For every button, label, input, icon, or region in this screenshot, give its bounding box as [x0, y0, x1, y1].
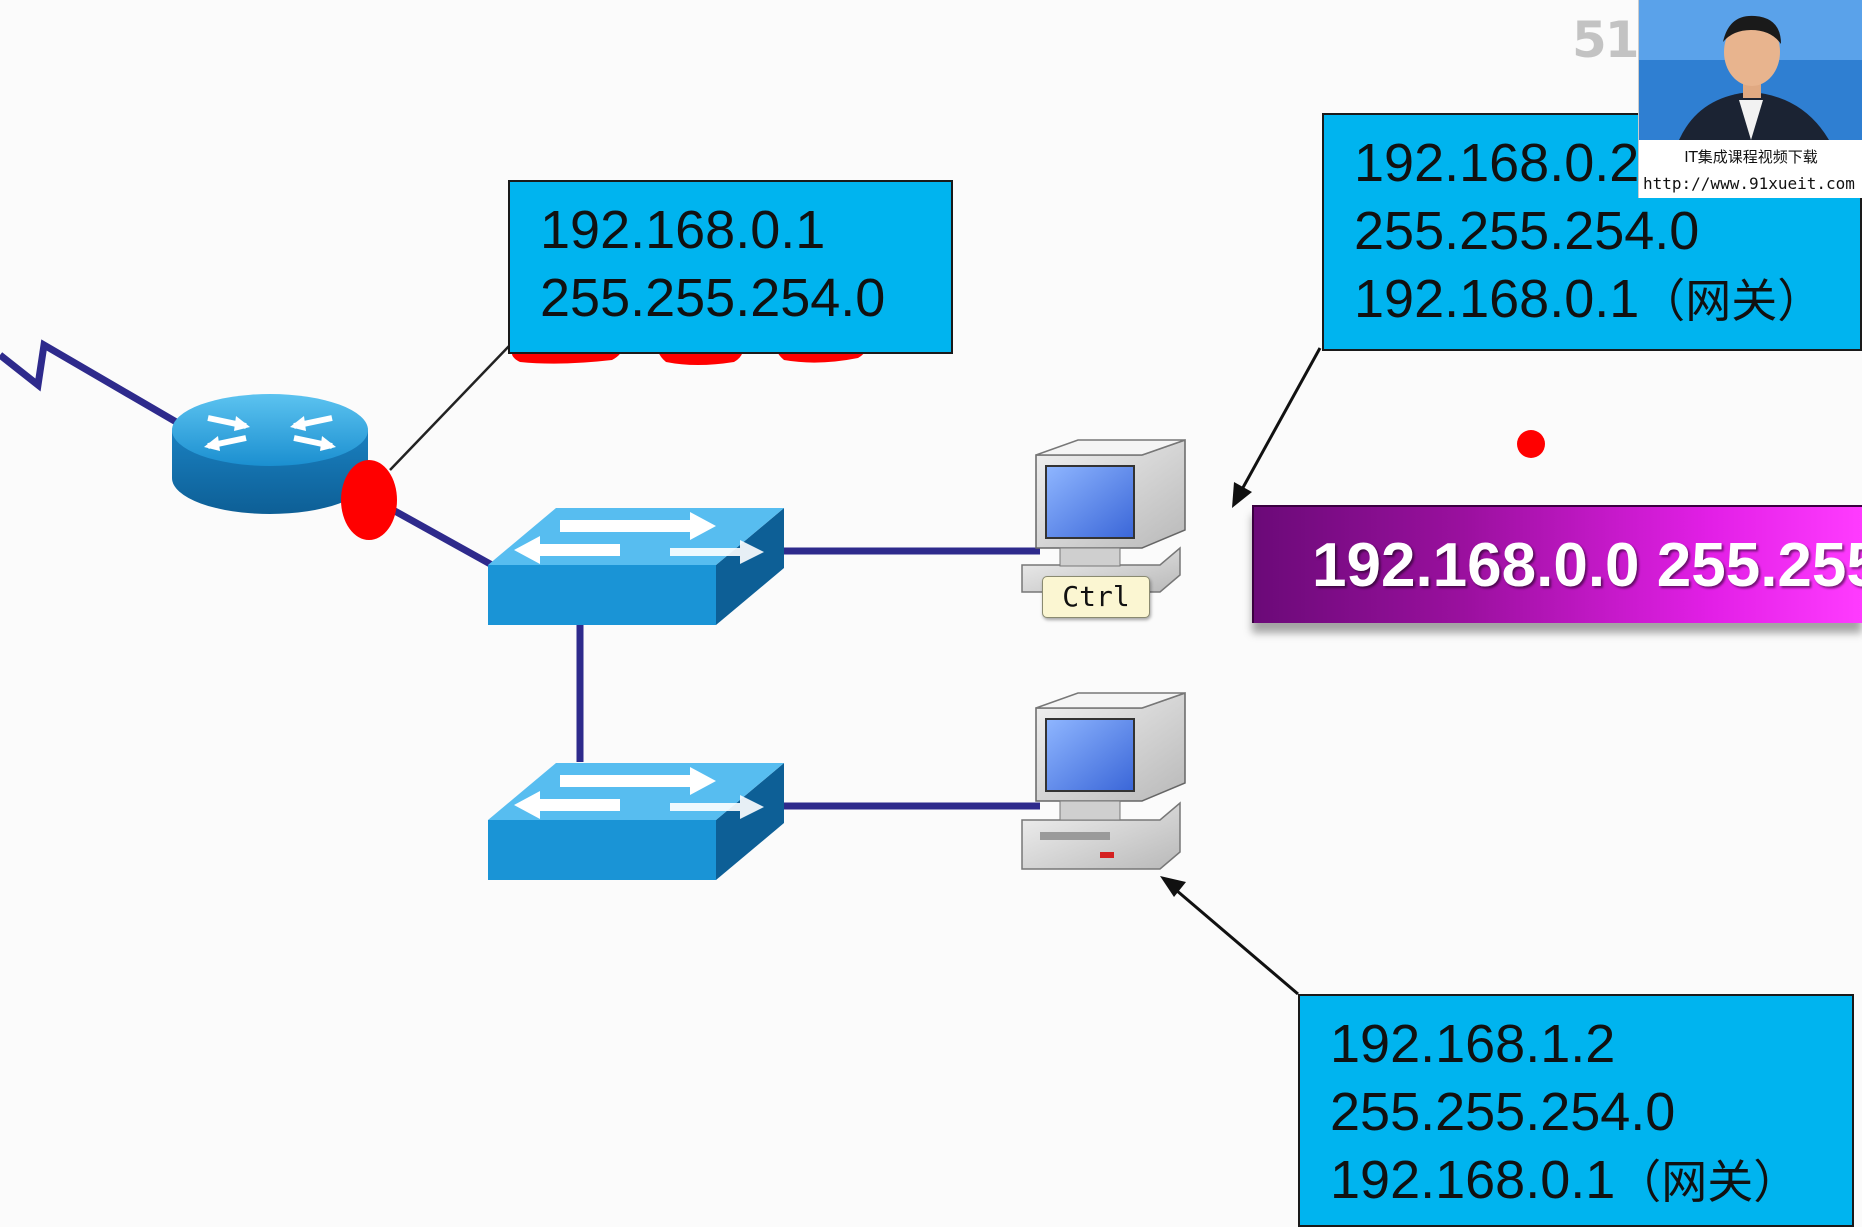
host2-ip-box: 192.168.1.2 255.255.254.0 192.168.0.1（网关… [1298, 994, 1854, 1227]
host2-ip-address: 192.168.1.2 [1330, 1014, 1616, 1074]
host1-gateway: 192.168.0.1 [1354, 269, 1640, 329]
host2-gateway-note: （网关） [1615, 1156, 1800, 1208]
router-subnet-mask: 255.255.254.0 [540, 268, 886, 328]
ctrl-key-tooltip: Ctrl [1042, 576, 1150, 618]
instructor-video-panel[interactable]: IT集成课程视频下载 http://www.91xueit.com [1638, 0, 1862, 198]
router-ip-address: 192.168.0.1 [540, 200, 826, 260]
instructor-avatar [1639, 0, 1862, 140]
host1-arrowhead [1232, 482, 1252, 508]
instructor-caption: IT集成课程视频下载 [1684, 148, 1818, 166]
instructor-url[interactable]: http://www.91xueit.com [1643, 174, 1855, 193]
computer-icon[interactable] [1021, 691, 1186, 870]
host2-arrow [1175, 888, 1299, 996]
computer-icon[interactable] [1021, 438, 1186, 593]
host1-gateway-note: （网关） [1639, 275, 1824, 327]
host2-subnet-mask: 255.255.254.0 [1330, 1082, 1676, 1142]
router-box-leader [389, 344, 511, 471]
serial-link-icon [0, 339, 192, 434]
router-icon[interactable] [172, 394, 368, 514]
host2-arrowhead [1160, 876, 1186, 897]
subnet-banner: 192.168.0.0 255.255.254.0 [1252, 505, 1862, 623]
host2-gateway: 192.168.0.1 [1330, 1150, 1616, 1210]
host1-subnet-mask: 255.255.254.0 [1354, 201, 1700, 261]
host1-arrow [1238, 347, 1322, 494]
host1-ip-address: 192.168.0.2 [1354, 133, 1640, 193]
router-ip-box: 192.168.0.1 255.255.254.0 [508, 180, 953, 354]
switch-icon[interactable] [488, 763, 784, 880]
switch-icon[interactable] [488, 508, 784, 625]
